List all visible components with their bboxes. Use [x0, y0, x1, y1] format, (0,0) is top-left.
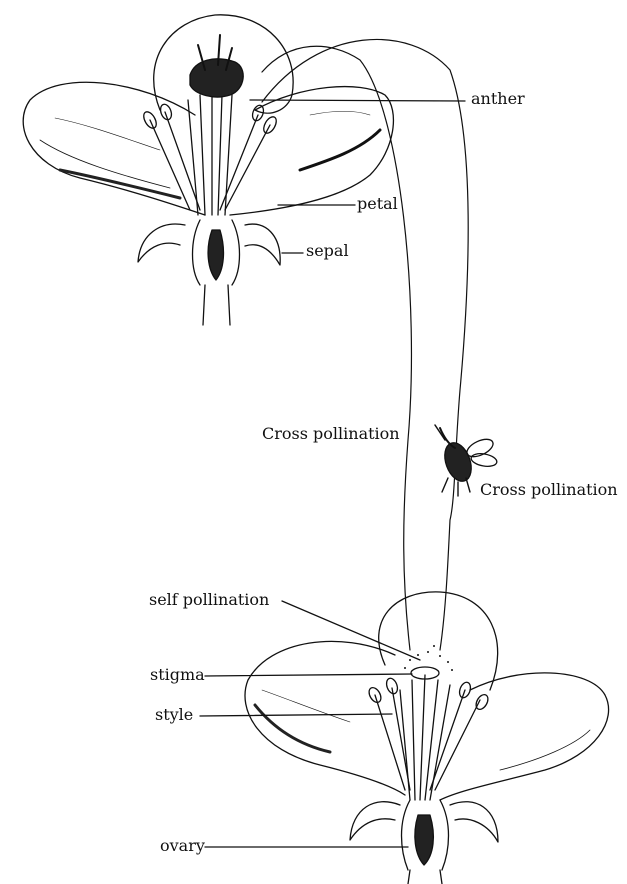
anther-leader: [250, 100, 465, 101]
top-flower-sepal-right: [245, 224, 280, 265]
label-stigma: stigma: [150, 667, 205, 683]
bottom-flower-sepal-right: [450, 802, 498, 842]
label-cross-pollination-left: Cross pollination: [262, 426, 400, 442]
bottom-flower-sepal-left: [350, 802, 400, 840]
bottom-flower-stem: [408, 870, 442, 884]
label-petal: petal: [357, 196, 398, 212]
label-self-pollination: self pollination: [149, 592, 269, 608]
label-style: style: [155, 707, 193, 723]
bottom-flower: [245, 592, 609, 884]
stigma-leader: [205, 674, 412, 676]
label-cross-pollination-right: Cross pollination: [480, 482, 618, 498]
label-ovary: ovary: [160, 838, 205, 854]
top-flower-stem: [203, 285, 230, 325]
style-leader: [200, 714, 392, 716]
cross-pollination-path-right: [262, 39, 468, 650]
top-flower: [23, 15, 393, 325]
bottom-flower-right-petal: [440, 673, 609, 800]
cross-pollination-path-left: [262, 46, 411, 650]
self-pollination-leader: [282, 601, 420, 660]
top-flower-sepal-left: [138, 224, 185, 262]
label-anther: anther: [471, 91, 525, 107]
label-sepal: sepal: [306, 243, 349, 259]
